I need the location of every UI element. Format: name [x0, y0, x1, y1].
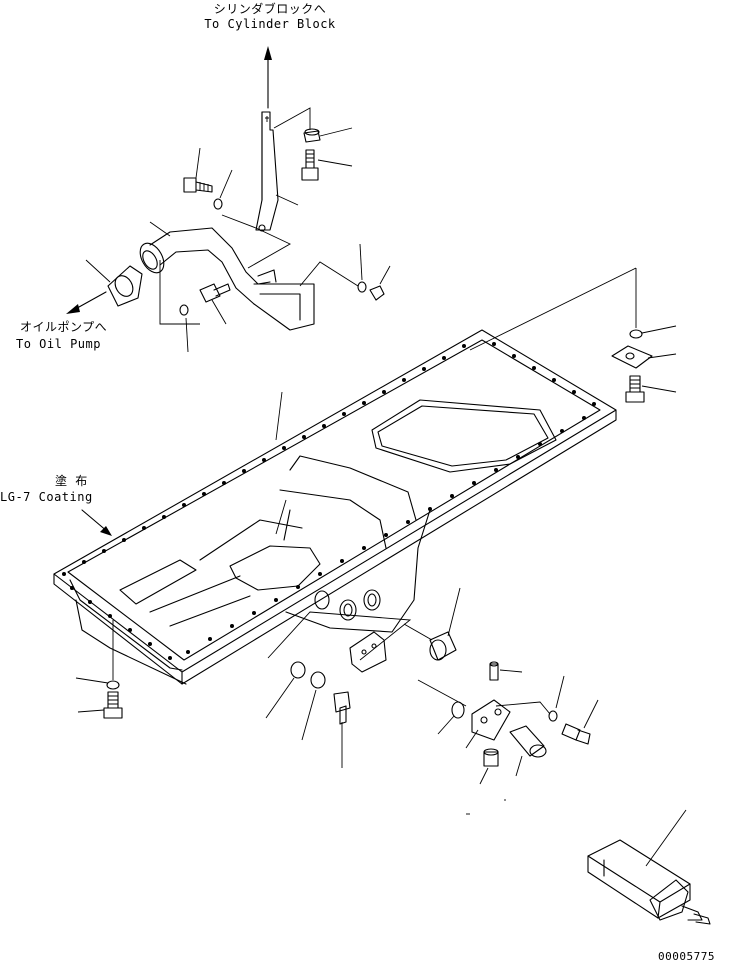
- sensor-body: [509, 725, 547, 777]
- bolt-left-lower: [77, 691, 123, 719]
- washer-lower: [265, 661, 306, 719]
- bracket-upper-right: [611, 345, 677, 369]
- bolt-upper-right: [625, 375, 677, 403]
- gasket-lower: [301, 671, 326, 741]
- riser-leaders: [221, 107, 311, 269]
- washer-upper-right: [629, 325, 677, 339]
- sensor-flange: [465, 699, 511, 749]
- nut-right-pipe: [369, 265, 391, 301]
- sensor-plug: [479, 748, 499, 785]
- drawing-number: 00005775: [658, 950, 715, 963]
- to-oil-pump-jp-label: オイルポンプへ: [20, 320, 108, 334]
- pipe-leader-bracket: [159, 260, 200, 325]
- bolt-left-upper: [183, 147, 213, 193]
- washer-left-lower: [75, 620, 120, 690]
- arrow-to-cylinder-block: [264, 46, 272, 109]
- pan-leader: [275, 391, 283, 441]
- side-ports: [267, 589, 412, 673]
- washer-lower-pipe: [179, 304, 189, 353]
- nut-top: [303, 127, 353, 143]
- bolt-sensor: [561, 699, 599, 745]
- suction-pipe-riser: [255, 111, 279, 232]
- bolt-lower-mid: [333, 691, 351, 768]
- coating-en-label: LG-7 Coating: [0, 490, 93, 504]
- washer-sensor: [495, 675, 565, 722]
- oil-pan: [53, 329, 617, 685]
- flange-gasket: [85, 259, 143, 307]
- arrow-to-oil-pump: [66, 291, 107, 314]
- strainer: [587, 809, 711, 925]
- to-cylinder-block-en-label: To Cylinder Block: [204, 17, 336, 31]
- upper-right-leader-d: [469, 267, 637, 351]
- to-cylinder-block-jp-label: シリンダブロックへ: [213, 2, 327, 16]
- coating-jp-label: 塗 布: [55, 474, 88, 488]
- washer-left-upper: [213, 169, 233, 210]
- oval-plug: [417, 679, 467, 735]
- pin: [489, 661, 523, 681]
- bolt-lower-pipe: [199, 283, 231, 325]
- washer-right-pipe: [357, 243, 367, 293]
- plug-right: [403, 587, 461, 661]
- suction-pipe: [139, 221, 315, 331]
- pan-leader-2: [275, 499, 287, 535]
- coating-arrow: [81, 509, 112, 536]
- to-oil-pump-en-label: To Oil Pump: [16, 337, 101, 351]
- bolt-top: [301, 149, 353, 181]
- pipe-right-leader: [299, 261, 359, 287]
